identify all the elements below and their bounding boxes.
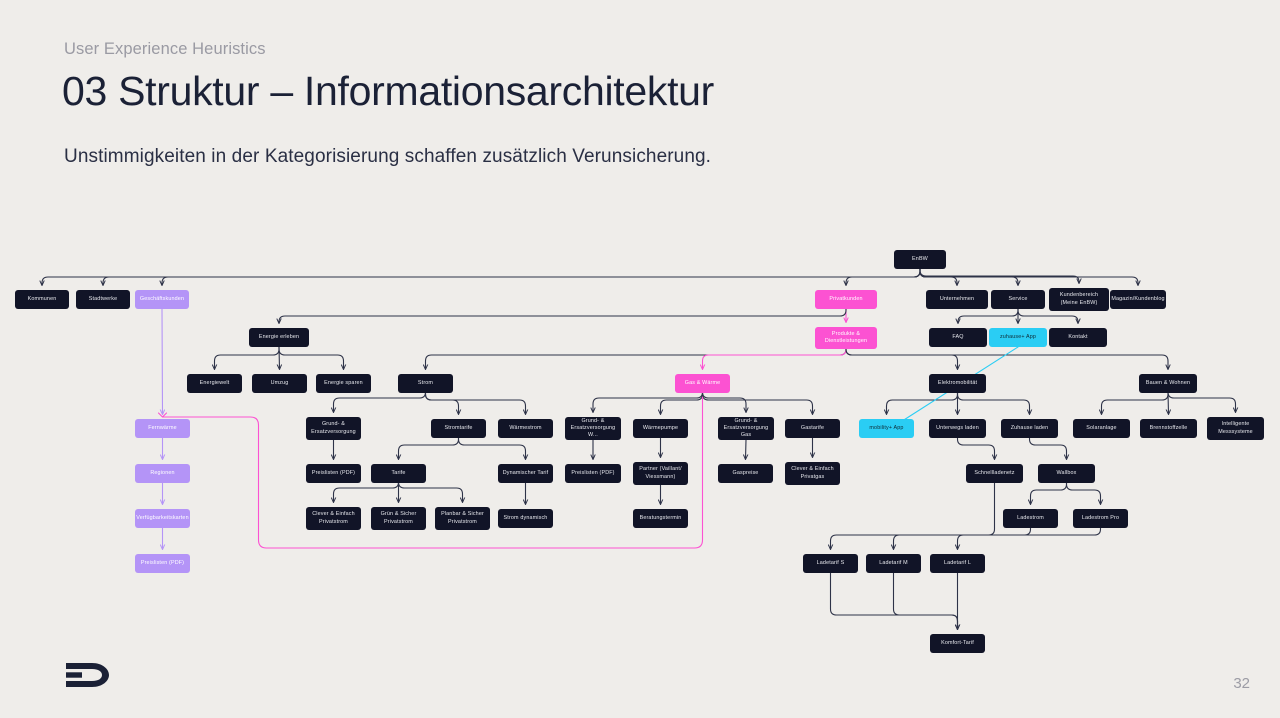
diagram-node-geschaeft[interactable]: Geschäftskunden <box>135 290 189 309</box>
diagram-node-regionen[interactable]: Regionen <box>135 464 190 483</box>
diagram-node-gastarife[interactable]: Gastarife <box>785 419 840 438</box>
page-title: 03 Struktur – Informationsarchitektur <box>62 68 715 114</box>
diagram-node-solaranlage[interactable]: Solaranlage <box>1073 419 1130 438</box>
diagram-node-preispdf3[interactable]: Preislisten (PDF) <box>135 554 190 573</box>
diagram-node-grundersatz[interactable]: Grund- & Ersatzversorgung <box>306 417 361 440</box>
diagram-node-kundenber[interactable]: Kundenbereich (Meine EnBW) <box>1049 288 1109 311</box>
diagram-node-fernwaerme[interactable]: Fernwärme <box>135 419 190 438</box>
diagram-node-stromdyn[interactable]: Strom dynamisch <box>498 509 553 528</box>
diagram-node-grundersgas[interactable]: Grund- & Ersatzversorgung Gas <box>718 417 774 440</box>
diagram-node-unterwegs[interactable]: Unterwegs laden <box>929 419 986 438</box>
diagram-node-enbw[interactable]: EnBW <box>894 250 946 269</box>
diagram-node-produkte[interactable]: Produkte & Dienstleistungen <box>815 327 877 349</box>
diagram-node-ladetarifm[interactable]: Ladetarif M <box>866 554 921 573</box>
diagram-node-tarife[interactable]: Tarife <box>371 464 426 483</box>
diagram-node-intellmess[interactable]: Intelligente Messsysteme <box>1207 417 1264 440</box>
diagram-node-ladetarifs[interactable]: Ladetarif S <box>803 554 858 573</box>
diagram-node-unternehmen[interactable]: Unternehmen <box>926 290 988 309</box>
diagram-node-energieerl[interactable]: Energie erleben <box>249 328 309 347</box>
diagram-node-schnelllade[interactable]: Schnellladenetz <box>966 464 1023 483</box>
diagram-node-magazin[interactable]: Magazin/Kundenblog <box>1110 290 1166 309</box>
diagram-node-waermepumpe[interactable]: Wärmepumpe <box>633 419 688 438</box>
diagram-node-bauen[interactable]: Bauen & Wohnen <box>1139 374 1197 393</box>
diagram-node-cleverpstr[interactable]: Clever & Einfach Privatstrom <box>306 507 361 530</box>
diagram-node-grundersw[interactable]: Grund- & Ersatzversorgung W... <box>565 417 621 440</box>
diagram-node-preispdf1[interactable]: Preislisten (PDF) <box>306 464 361 483</box>
diagram-node-wallbox[interactable]: Wallbox <box>1038 464 1095 483</box>
diagram-node-strom[interactable]: Strom <box>398 374 453 393</box>
diagram-node-privat[interactable]: Privatkunden <box>815 290 877 309</box>
diagram-node-zuhauseapp[interactable]: zuhause+ App <box>989 328 1047 347</box>
slide-subtitle: Unstimmigkeiten in der Kategorisierung s… <box>64 146 712 167</box>
brand-logo-icon <box>66 663 109 687</box>
diagram-node-brennstoff[interactable]: Brennstoffzelle <box>1140 419 1197 438</box>
diagram-node-elektromob[interactable]: Elektromobilität <box>929 374 986 393</box>
diagram-connectors <box>0 268 1280 658</box>
page-number: 32 <box>1233 675 1250 692</box>
diagram-node-dyntarif[interactable]: Dynamischer Tarif <box>498 464 553 483</box>
diagram-node-gruensicher[interactable]: Grün & Sicher Privatstrom <box>371 507 426 530</box>
diagram-node-kontakt[interactable]: Kontakt <box>1049 328 1107 347</box>
sitemap-diagram: EnBW Kommunen Stadtwerke Geschäftskunden Pri… <box>0 228 1280 658</box>
diagram-node-partner[interactable]: Partner (Vaillant/ Viessmann) <box>633 462 688 485</box>
diagram-node-umzug[interactable]: Umzug <box>252 374 307 393</box>
diagram-node-ladestrompro[interactable]: Ladestrom Pro <box>1073 509 1128 528</box>
diagram-node-planbar[interactable]: Planbar & Sicher Privatstrom <box>435 507 490 530</box>
diagram-node-verfuegbar[interactable]: Verfügbarkeitskarten <box>135 509 190 528</box>
diagram-node-beratung[interactable]: Beratungstermin <box>633 509 688 528</box>
diagram-node-energiesp[interactable]: Energie sparen <box>316 374 371 393</box>
diagram-node-zuhauseladen[interactable]: Zuhause laden <box>1001 419 1058 438</box>
diagram-node-waermestrom[interactable]: Wärmestrom <box>498 419 553 438</box>
diagram-node-ladestrom[interactable]: Ladestrom <box>1003 509 1058 528</box>
diagram-node-preispdf2[interactable]: Preislisten (PDF) <box>565 464 621 483</box>
diagram-node-cleverpgas[interactable]: Clever & Einfach Privatgas <box>785 462 840 485</box>
diagram-node-mobilityapp[interactable]: mobility+ App <box>859 419 914 438</box>
diagram-node-komfort[interactable]: Komfort-Tarif <box>930 634 985 653</box>
diagram-node-stadtwerke[interactable]: Stadtwerke <box>76 290 130 309</box>
diagram-node-faq[interactable]: FAQ <box>929 328 987 347</box>
diagram-node-kommunen[interactable]: Kommunen <box>15 290 69 309</box>
diagram-node-service[interactable]: Service <box>991 290 1045 309</box>
diagram-node-ladetarifl[interactable]: Ladetarif L <box>930 554 985 573</box>
diagram-node-stromtarife[interactable]: Stromtarife <box>431 419 486 438</box>
diagram-node-gaswaerme[interactable]: Gas & Wärme <box>675 374 730 393</box>
diagram-node-energiewelt[interactable]: Energiewelt <box>187 374 242 393</box>
diagram-node-gaspreise[interactable]: Gaspreise <box>718 464 773 483</box>
slide-eyebrow: User Experience Heuristics <box>64 40 266 58</box>
